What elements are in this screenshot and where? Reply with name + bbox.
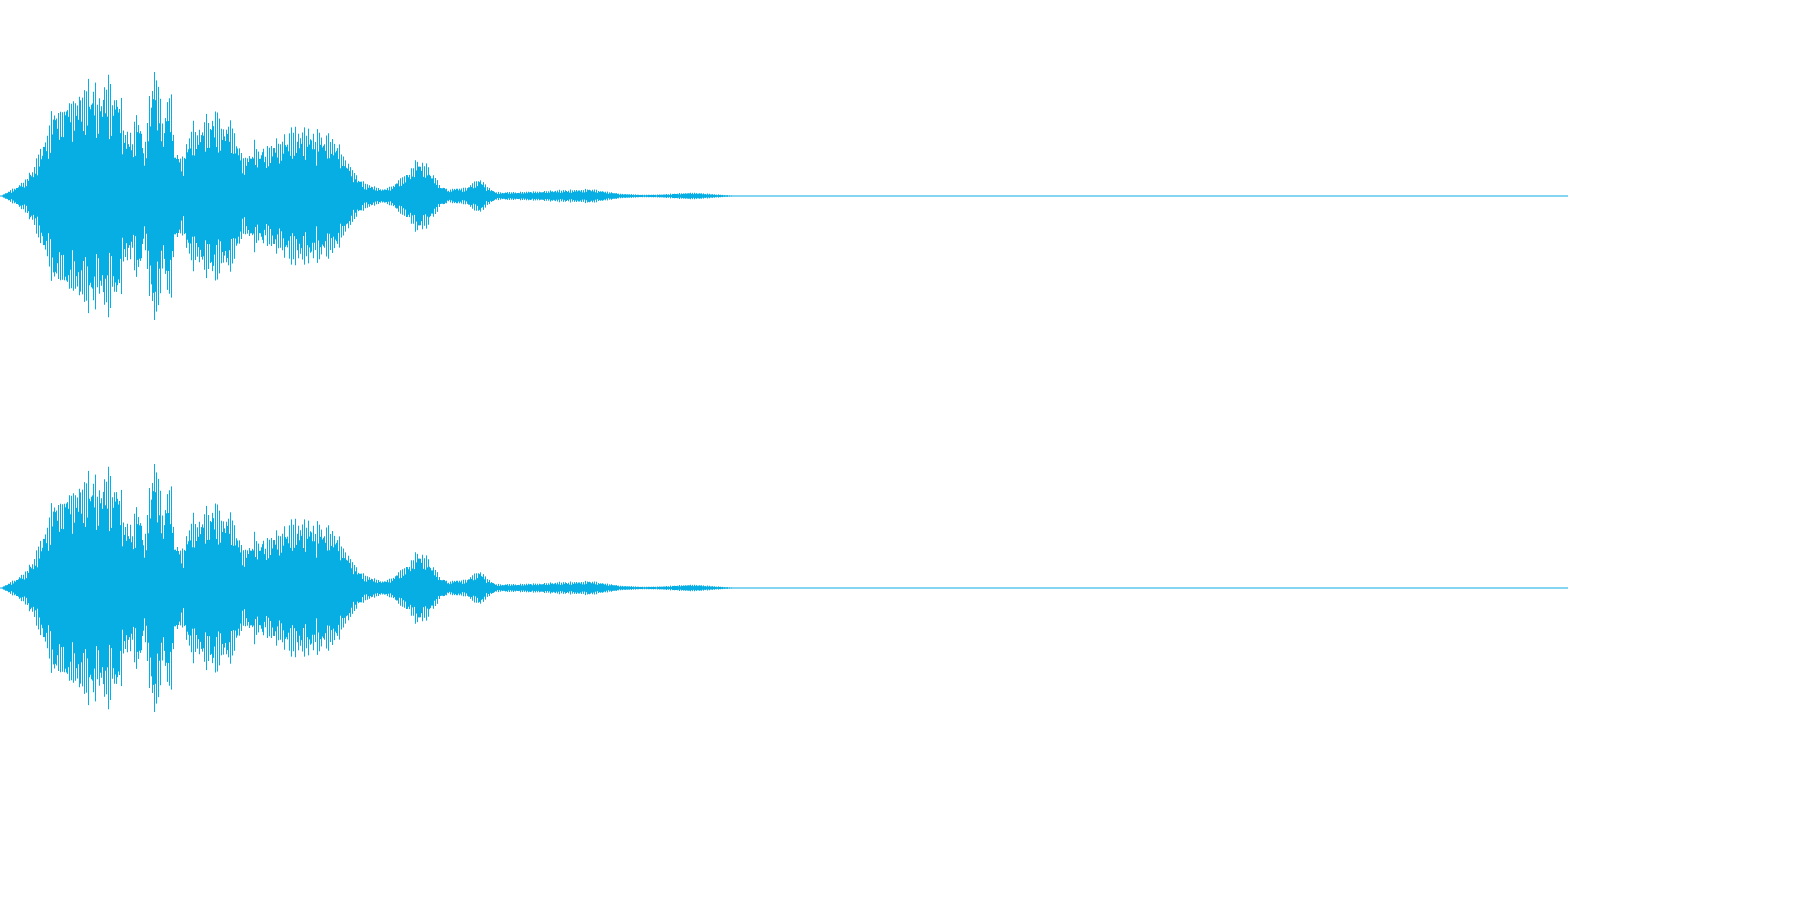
waveform-canvas [0, 72, 1568, 712]
waveform-channel-2 [0, 464, 1568, 712]
waveform-channel-1 [0, 72, 1568, 320]
waveform-view [0, 72, 1568, 712]
